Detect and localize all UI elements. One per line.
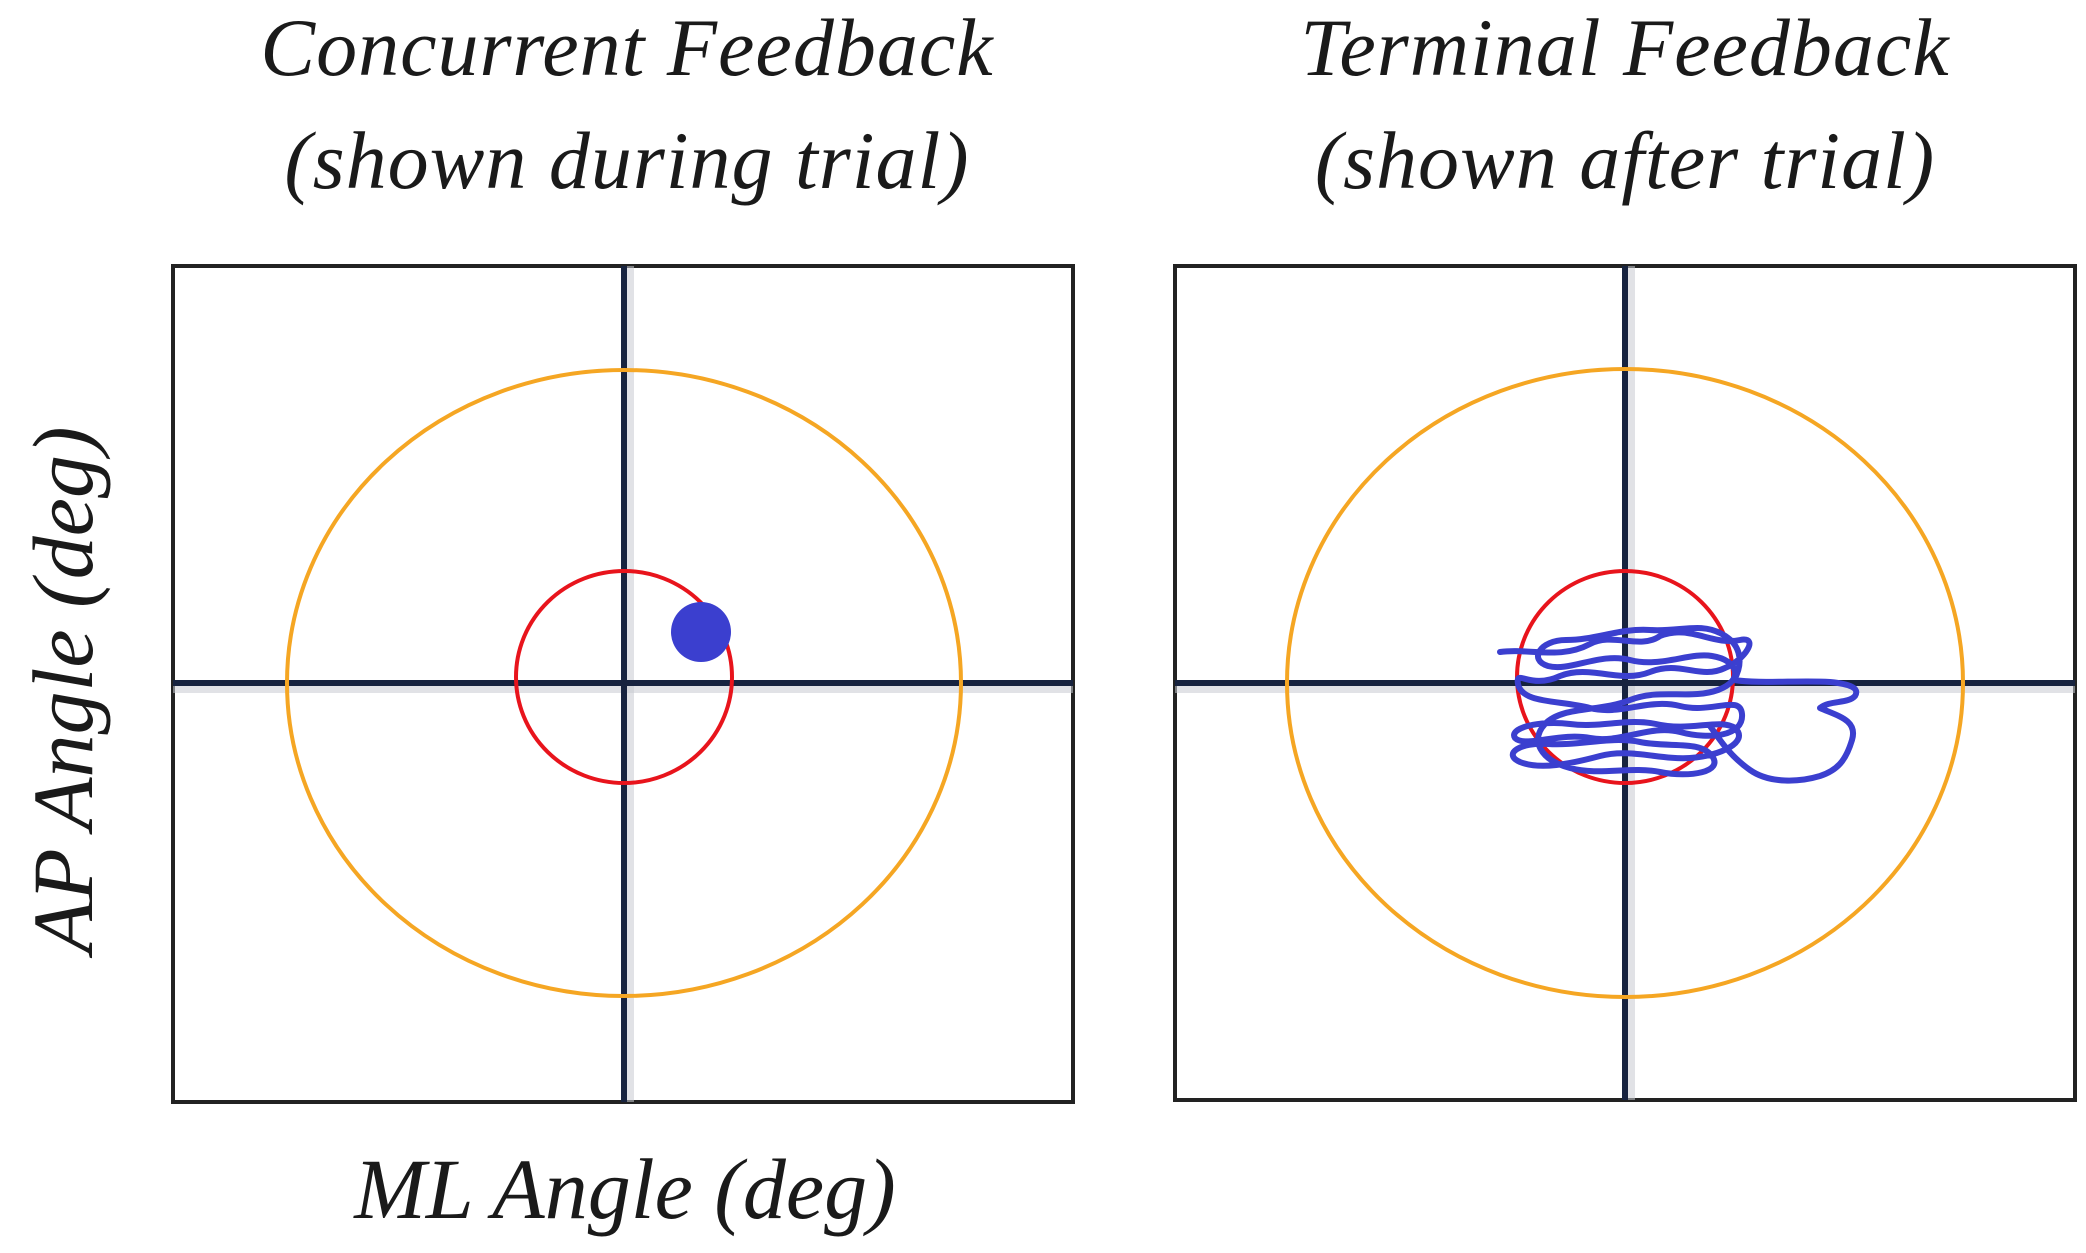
panel-left-position-dot [671, 602, 731, 662]
panel-left-title-line2: (shown during trial) [284, 115, 969, 206]
panel-left-inner-ring [514, 569, 734, 785]
y-axis-label: AP Angle (deg) [15, 426, 111, 958]
panel-right-trajectory-trace [1497, 625, 1860, 784]
panel-left-title-line1: Concurrent Feedback [260, 2, 994, 93]
panel-left [171, 264, 1075, 1104]
panel-right-outer-ring [1285, 367, 1965, 999]
panel-right-title-line1: Terminal Feedback [1300, 2, 1950, 93]
x-axis-label: ML Angle (deg) [352, 1141, 895, 1237]
panel-right [1173, 264, 2077, 1102]
panel-left-outer-ring [285, 368, 963, 998]
panel-right-title-line2: (shown after trial) [1315, 115, 1935, 206]
